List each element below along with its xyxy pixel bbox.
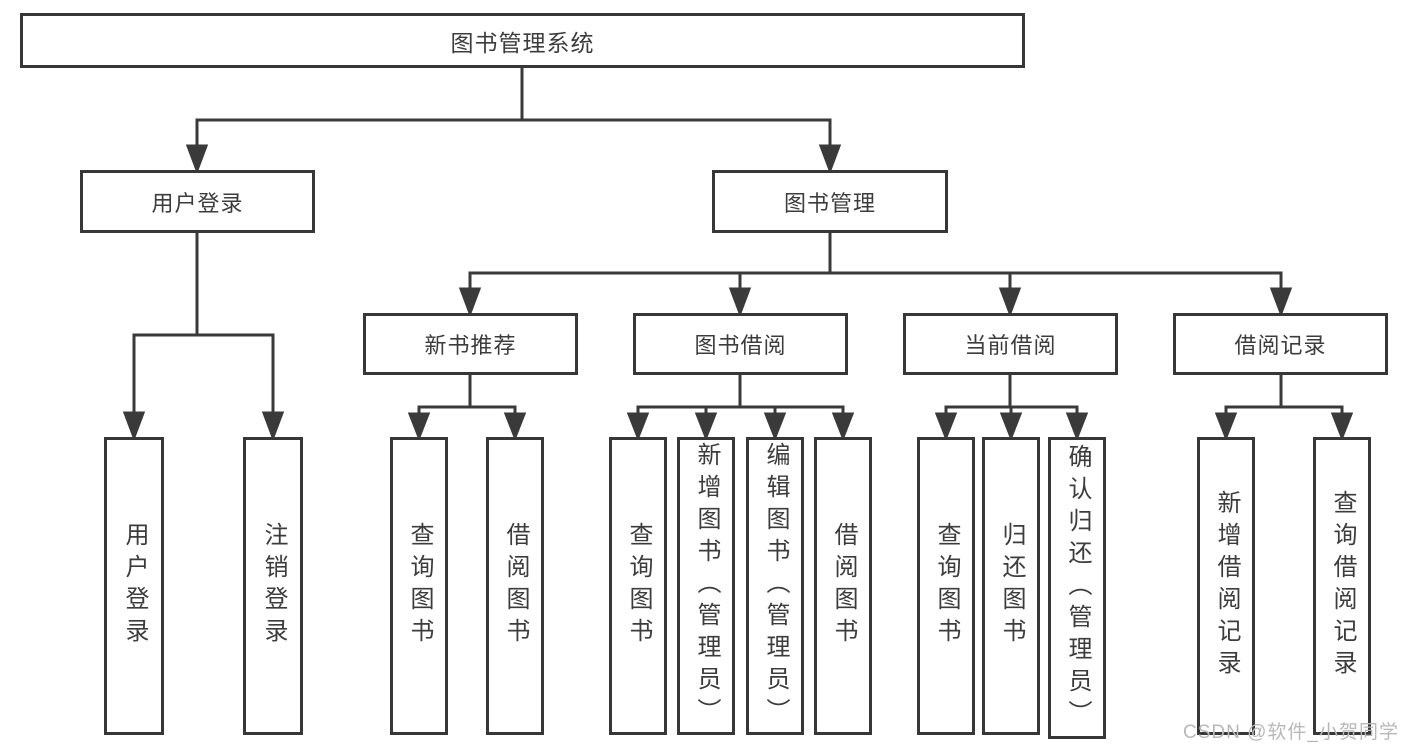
- arrow-down-icon: [934, 412, 958, 442]
- leaf-confirm-return-admin: 确认归还（管理员）: [1048, 437, 1106, 739]
- leaf-query-books-current-label: 查询图书: [933, 522, 960, 650]
- node-current-borrow: 当前借阅: [903, 313, 1118, 375]
- arrow-down-icon: [999, 412, 1023, 442]
- leaf-add-books-admin-label: 新增图书（管理员）: [693, 442, 720, 730]
- leaf-logout-login-label: 注销登录: [260, 522, 287, 650]
- node-root: 图书管理系统: [20, 13, 1025, 68]
- leaf-query-books-recommend-label: 查询图书: [406, 522, 433, 650]
- leaf-query-borrow-record-label: 查询借阅记录: [1329, 490, 1356, 682]
- arrow-down-icon: [728, 287, 752, 318]
- arrow-down-icon: [458, 287, 482, 318]
- leaf-edit-books-admin: 编辑图书（管理员）: [746, 437, 804, 735]
- node-user-login: 用户登录: [80, 170, 315, 233]
- leaf-logout-login: 注销登录: [243, 437, 303, 735]
- leaf-query-books-borrow: 查询图书: [609, 437, 667, 735]
- connector-recommend-to-leaves: [407, 375, 527, 442]
- node-current-borrow-label: 当前借阅: [964, 333, 1057, 358]
- leaf-confirm-return-admin-label: 确认归还（管理员）: [1064, 444, 1091, 732]
- connector-bookmgmt-to-level3: [458, 233, 1293, 318]
- node-book-borrow-label: 图书借阅: [694, 333, 787, 358]
- connector-userlogin-to-leaves: [122, 233, 285, 442]
- connector-current-to-leaves: [934, 375, 1089, 442]
- arrow-down-icon: [831, 412, 855, 442]
- leaf-user-login: 用户登录: [104, 437, 164, 735]
- leaf-borrow-books-recommend: 借阅图书: [486, 437, 544, 735]
- arrow-down-icon: [1214, 412, 1238, 442]
- connector-records-to-leaves: [1214, 375, 1354, 442]
- arrow-down-icon: [503, 412, 527, 442]
- leaf-borrow-books: 借阅图书: [814, 437, 872, 735]
- node-book-management: 图书管理: [712, 170, 948, 233]
- arrow-down-icon: [763, 412, 787, 442]
- arrow-down-icon: [1330, 412, 1354, 442]
- arrow-down-icon: [407, 412, 431, 442]
- csdn-watermark: CSDN @软件_小贺同学: [1183, 722, 1399, 743]
- node-user-login-label: 用户登录: [151, 190, 244, 216]
- arrow-down-icon: [694, 412, 718, 442]
- leaf-query-books-current: 查询图书: [917, 437, 975, 735]
- arrow-down-icon: [185, 144, 209, 175]
- arrow-down-icon: [1269, 287, 1293, 318]
- arrow-down-icon: [122, 411, 146, 442]
- arrow-down-icon: [818, 144, 842, 175]
- arrow-down-icon: [261, 411, 285, 442]
- leaf-add-borrow-record-label: 新增借阅记录: [1213, 490, 1240, 682]
- leaf-borrow-books-recommend-label: 借阅图书: [502, 522, 529, 650]
- leaf-return-books: 归还图书: [982, 437, 1040, 735]
- leaf-borrow-books-label: 借阅图书: [830, 522, 857, 650]
- leaf-query-borrow-record: 查询借阅记录: [1313, 437, 1371, 735]
- connector-root-to-level2: [185, 68, 842, 175]
- arrow-down-icon: [1065, 412, 1089, 442]
- arrow-down-icon: [626, 412, 650, 442]
- node-new-book-recommend: 新书推荐: [363, 313, 578, 375]
- leaf-add-books-admin: 新增图书（管理员）: [677, 437, 735, 735]
- leaf-add-borrow-record: 新增借阅记录: [1197, 437, 1255, 735]
- node-borrow-records: 借阅记录: [1173, 313, 1388, 375]
- leaf-user-login-label: 用户登录: [121, 522, 148, 650]
- node-new-book-recommend-label: 新书推荐: [424, 333, 517, 358]
- node-book-borrow: 图书借阅: [633, 313, 848, 375]
- leaf-return-books-label: 归还图书: [998, 522, 1025, 650]
- node-book-management-label: 图书管理: [783, 190, 876, 216]
- leaf-query-books-borrow-label: 查询图书: [625, 522, 652, 650]
- node-borrow-records-label: 借阅记录: [1234, 333, 1327, 358]
- node-root-label: 图书管理系统: [450, 29, 595, 56]
- arrow-down-icon: [998, 287, 1022, 318]
- leaf-edit-books-admin-label: 编辑图书（管理员）: [762, 442, 789, 730]
- connector-borrow-to-leaves: [626, 375, 855, 442]
- leaf-query-books-recommend: 查询图书: [390, 437, 448, 735]
